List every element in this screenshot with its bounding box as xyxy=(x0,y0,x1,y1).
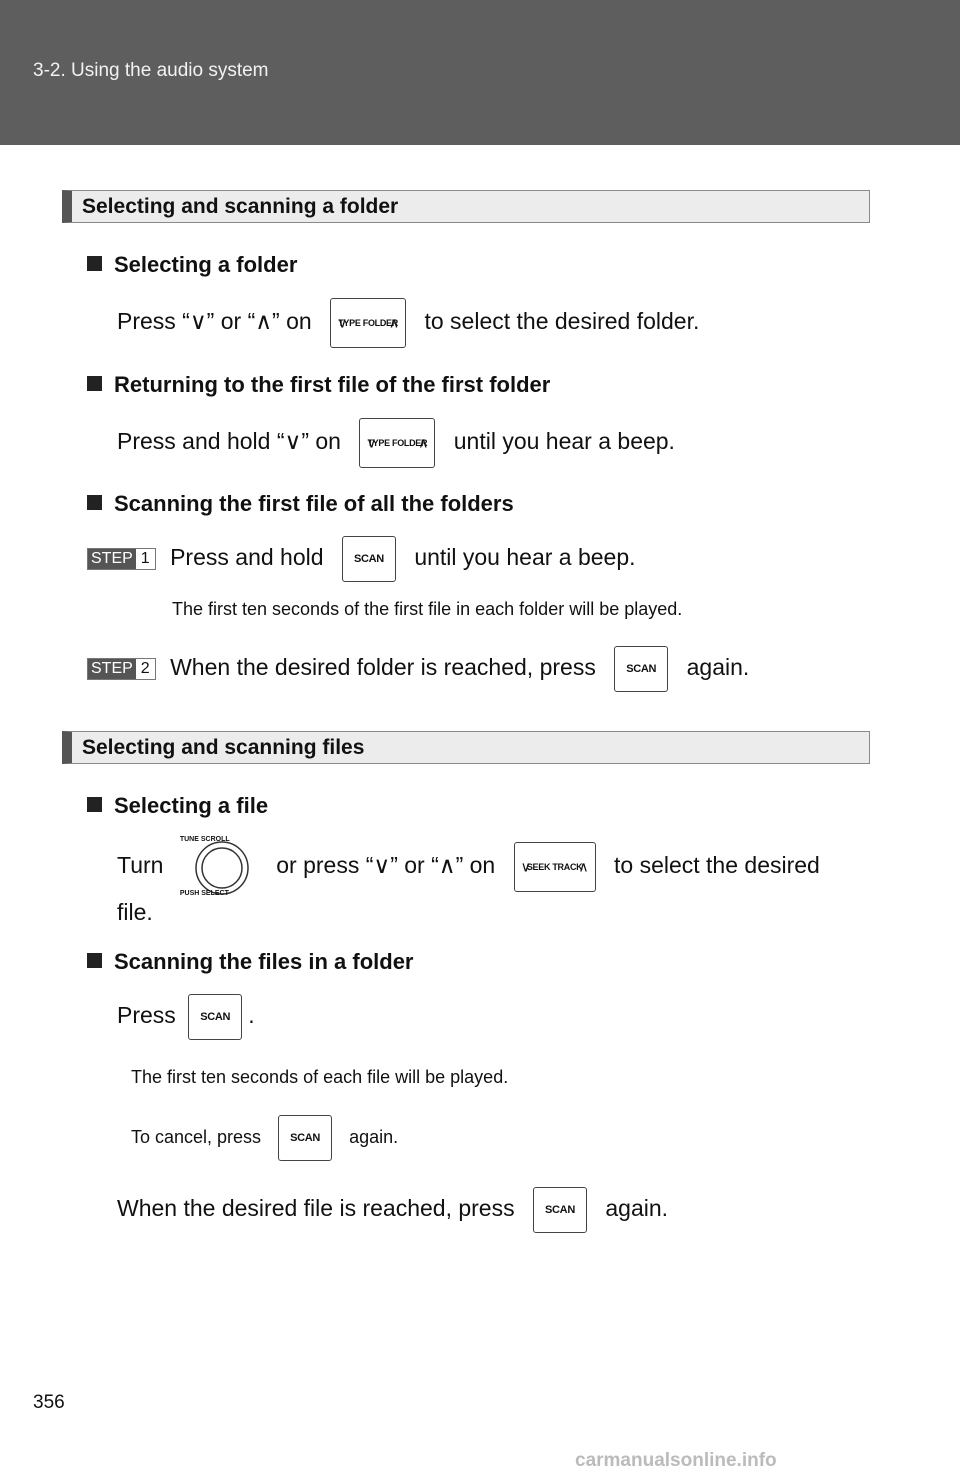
section-title: Selecting and scanning a folder xyxy=(82,195,399,218)
type-folder-button-icon: ∨TYPE FOLDER∧ xyxy=(359,418,436,468)
subheading: Scanning the first file of all the folde… xyxy=(87,491,514,517)
type-folder-button-icon: ∨TYPE FOLDER∧ xyxy=(330,298,407,348)
square-bullet-icon xyxy=(87,953,102,968)
knob-dial-icon xyxy=(195,841,249,895)
scan-button-icon: SCAN xyxy=(188,994,243,1040)
section-title: Selecting and scanning files xyxy=(82,736,365,759)
instruction-line: Press “∨” or “∧” on ∨TYPE FOLDER∧ to sel… xyxy=(117,298,699,348)
header-section-title: 3-2. Using the audio system xyxy=(33,60,269,81)
scan-button-icon: SCAN xyxy=(532,1187,587,1233)
page-number: 356 xyxy=(33,1392,65,1413)
instruction-line-wrap: file. xyxy=(117,899,153,925)
square-bullet-icon xyxy=(87,797,102,812)
instruction-line: Turn TUNE SCROLL PUSH SELECT or press “∨… xyxy=(117,836,820,898)
square-bullet-icon xyxy=(87,376,102,391)
square-bullet-icon xyxy=(87,256,102,271)
subheading: Selecting a folder xyxy=(87,252,297,278)
scan-button-icon: SCAN xyxy=(341,536,396,582)
note-text: To cancel, press SCAN again. xyxy=(131,1115,398,1161)
tune-scroll-knob-icon: TUNE SCROLL PUSH SELECT xyxy=(180,836,260,898)
watermark: carmanualsonline.info xyxy=(575,1450,777,1471)
scan-button-icon: SCAN xyxy=(278,1115,333,1161)
square-bullet-icon xyxy=(87,495,102,510)
instruction-line: When the desired file is reached, press … xyxy=(117,1187,668,1233)
note-text: The first ten seconds of the first file … xyxy=(172,599,683,619)
instruction-line: Press SCAN. xyxy=(117,994,255,1040)
subheading: Returning to the first file of the first… xyxy=(87,372,550,398)
subheading: Scanning the files in a folder xyxy=(87,949,414,975)
page-header: 3-2. Using the audio system xyxy=(0,0,960,145)
seek-track-button-icon: ∨SEEK TRACK∧ xyxy=(513,842,596,892)
instruction-line: Press and hold “∨” on ∨TYPE FOLDER∧ unti… xyxy=(117,418,675,468)
section-title-bar: Selecting and scanning files xyxy=(62,731,870,764)
subheading: Selecting a file xyxy=(87,793,268,819)
note-text: The first ten seconds of each file will … xyxy=(131,1067,509,1087)
scan-button-icon: SCAN xyxy=(614,646,669,692)
section-title-bar: Selecting and scanning a folder xyxy=(62,190,870,223)
